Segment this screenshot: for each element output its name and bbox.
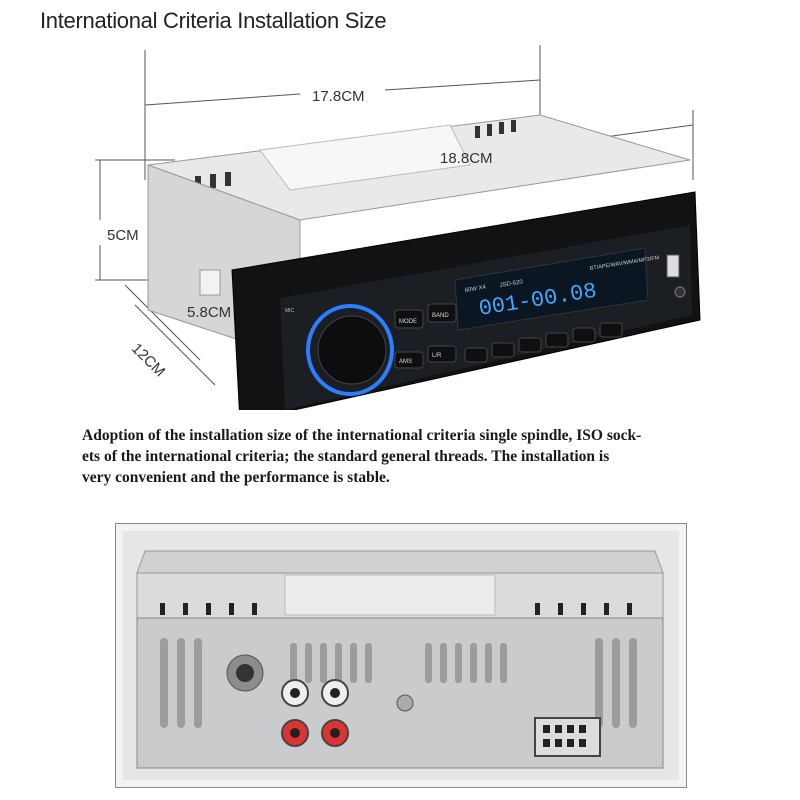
volume-knob-ring [306, 304, 394, 396]
description-line: ets of the international criteria; the s… [82, 448, 610, 465]
rca-jacks [281, 679, 349, 747]
lr-button-label: L/R [432, 353, 442, 359]
iso-connector-icon [534, 717, 601, 757]
radio-dimension-photo: 001-00.08 60W X4 JSD-520 BT/APE/WAV/WMA/… [95, 45, 701, 410]
dim-label-height: 5CM [107, 227, 139, 244]
dim-label-front-length: 18.8CM [440, 150, 493, 167]
mode-button-label: MODE [399, 319, 417, 325]
aux-port-icon [674, 286, 686, 298]
dim-label-outer-length: 17.8CM [312, 88, 365, 105]
ams-button-label: AMS [399, 359, 412, 365]
page-title: International Criteria Installation Size [40, 8, 387, 33]
volume-knob [317, 315, 387, 385]
dim-label-front-height: 5.8CM [187, 304, 232, 321]
installation-description: Adoption of the installation size of the… [82, 425, 722, 488]
band-button-label: BAND [432, 313, 449, 319]
dimension-line-outer-length [144, 45, 541, 180]
description-line: very convenient and the performance is s… [82, 469, 390, 486]
mic-label: MIC [285, 308, 295, 314]
dimension-line-depth [124, 284, 216, 386]
power-label: 60W X4 [464, 285, 487, 294]
screw-icon [396, 694, 414, 712]
usb-port-icon [666, 254, 680, 278]
description-line: Adoption of the installation size of the… [82, 427, 642, 444]
model-label: JSD-520 [499, 279, 524, 289]
radio-rear-photo [115, 523, 687, 788]
